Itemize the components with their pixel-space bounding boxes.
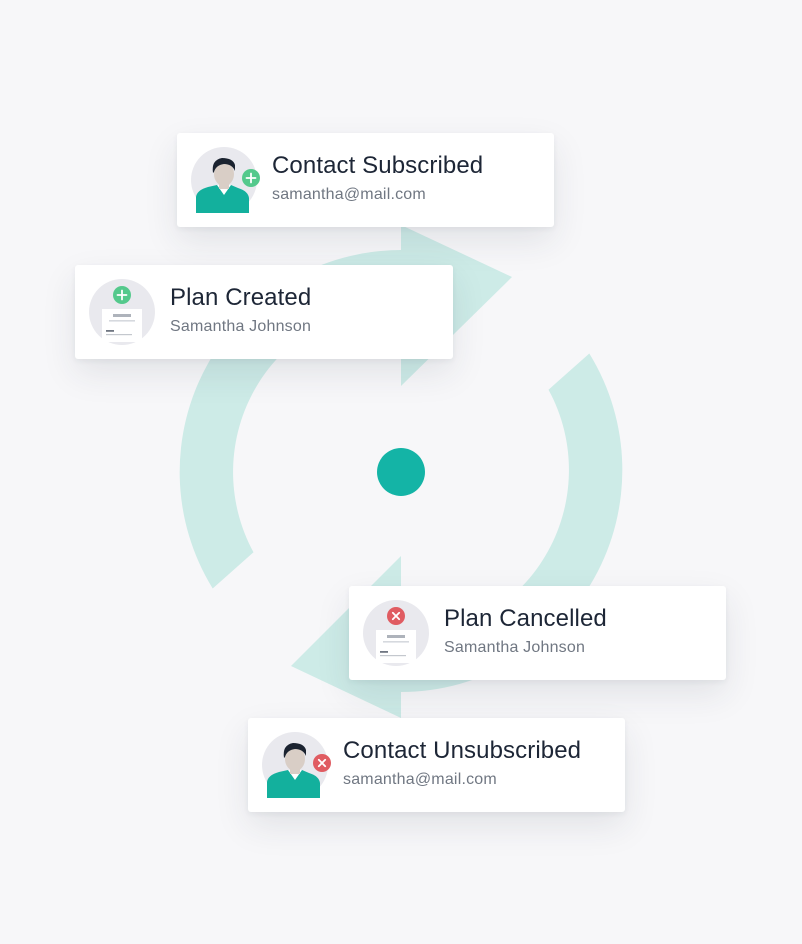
close-icon	[387, 607, 405, 625]
event-card-plan-cancelled: Plan Cancelled Samantha Johnson	[349, 586, 726, 680]
person-avatar-icon	[262, 732, 331, 798]
event-card-contact-unsubscribed: Contact Unsubscribed samantha@mail.com	[248, 718, 625, 812]
document-icon	[363, 600, 429, 666]
event-subtitle: samantha@mail.com	[343, 771, 497, 788]
event-subtitle: Samantha Johnson	[170, 318, 312, 335]
person-avatar-icon	[191, 147, 260, 213]
event-title: Plan Created	[170, 284, 312, 311]
event-subtitle: samantha@mail.com	[272, 186, 426, 203]
event-card-contact-subscribed: Contact Subscribed samantha@mail.com	[177, 133, 554, 227]
center-dot-icon	[377, 448, 425, 496]
event-title: Contact Unsubscribed	[343, 737, 582, 764]
event-subtitle: Samantha Johnson	[444, 639, 586, 656]
plus-icon	[113, 286, 131, 304]
plus-icon	[242, 169, 260, 187]
event-title: Contact Subscribed	[272, 152, 484, 179]
document-icon	[89, 279, 155, 345]
event-title: Plan Cancelled	[444, 605, 607, 632]
event-card-plan-created: Plan Created Samantha Johnson	[75, 265, 453, 359]
close-icon	[313, 754, 331, 772]
